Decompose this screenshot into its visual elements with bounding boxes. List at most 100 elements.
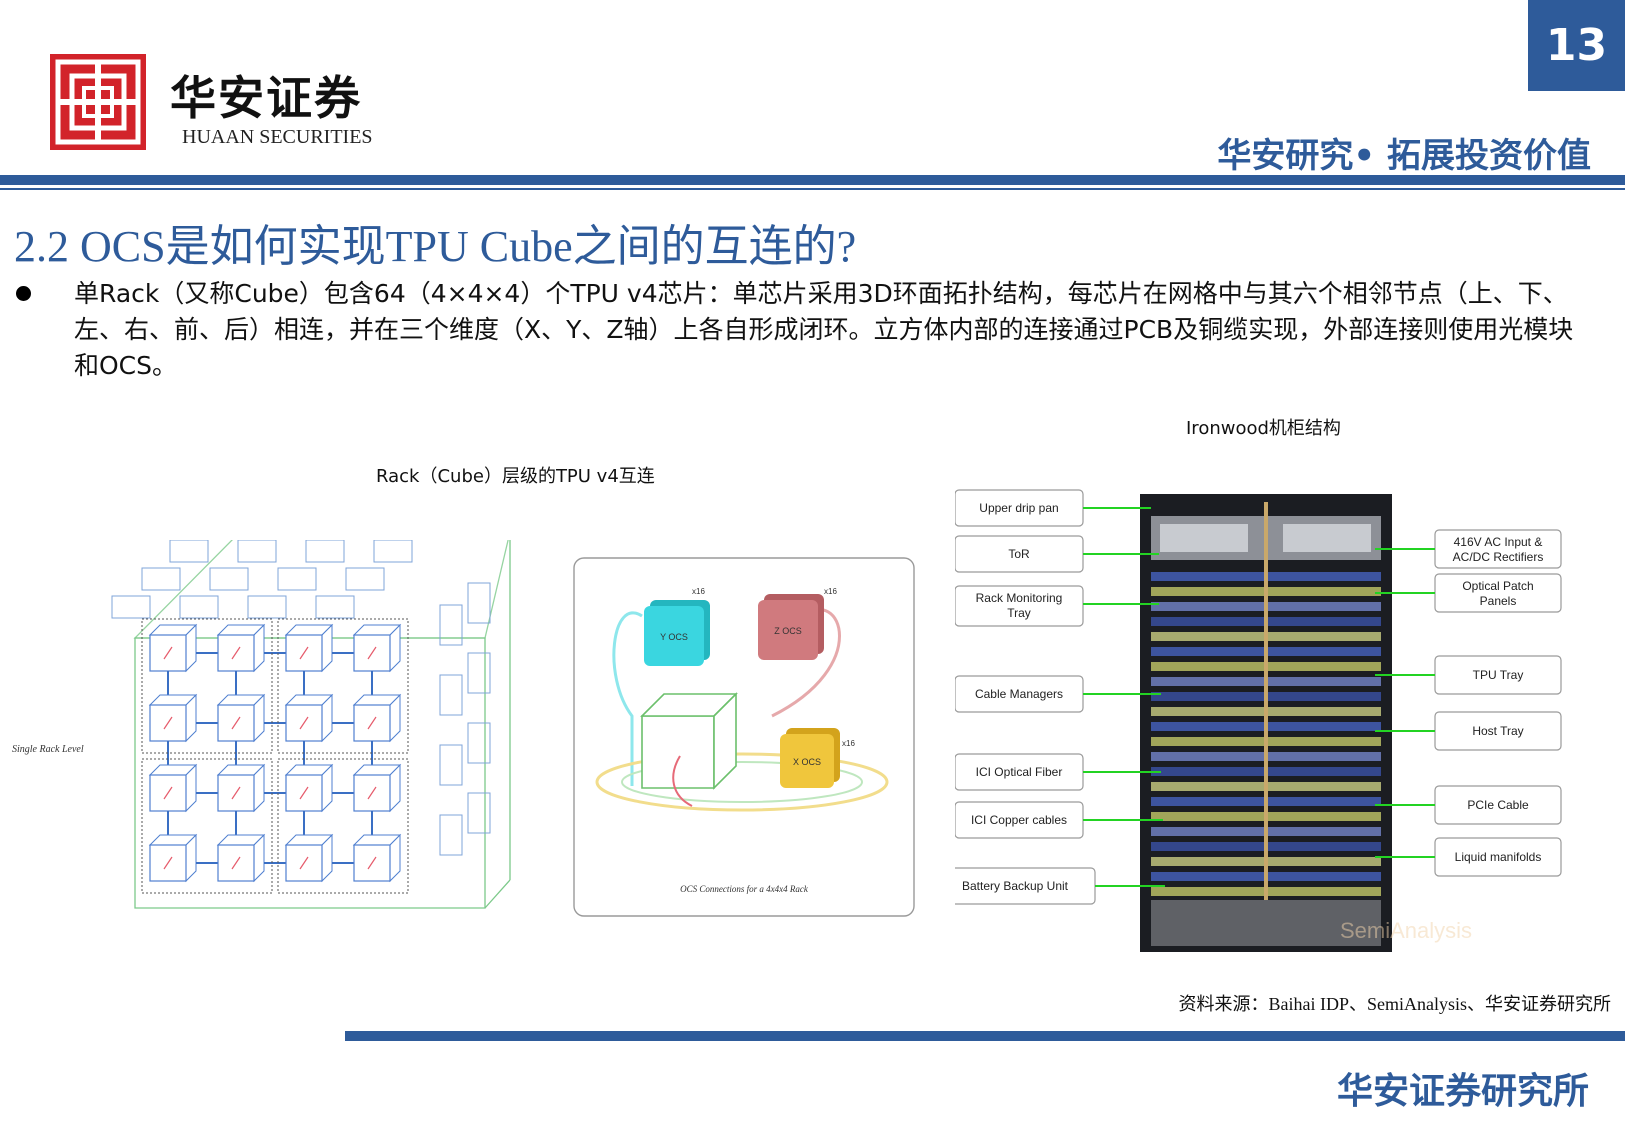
- rack-label-left: Battery Backup Unit: [955, 867, 1165, 905]
- svg-text:TPU Tray: TPU Tray: [1473, 668, 1524, 682]
- back-node: [111, 595, 151, 619]
- rack-figure-caption: Ironwood机柜结构: [1186, 418, 1341, 439]
- back-node: [169, 540, 209, 563]
- svg-text:Panels: Panels: [1480, 594, 1517, 608]
- huaan-logo-icon: [50, 54, 146, 150]
- tpu-node: [352, 763, 402, 813]
- side-node: [439, 744, 463, 786]
- rack-label-right: TPU Tray: [1375, 655, 1562, 695]
- header-divider-thin: [0, 188, 1625, 190]
- logo-english-name: HUAAN SECURITIES: [182, 126, 373, 148]
- z-ocs-block: Z OCS: [758, 594, 824, 660]
- svg-text:Optical Patch: Optical Patch: [1462, 579, 1533, 593]
- back-node: [141, 567, 181, 591]
- node-group-outline: [141, 618, 273, 754]
- tpu-node: [148, 833, 198, 883]
- back-node: [277, 567, 317, 591]
- y-ocs-block: Y OCS: [644, 600, 710, 666]
- back-node: [373, 540, 413, 563]
- tpu-node: [148, 763, 198, 813]
- svg-text:Z OCS: Z OCS: [774, 626, 802, 636]
- side-node: [439, 604, 463, 646]
- node-group-outline: [141, 758, 273, 894]
- tpu-node: [352, 833, 402, 883]
- footer-institute: 华安证券研究所: [1336, 1071, 1589, 1112]
- svg-text:Liquid manifolds: Liquid manifolds: [1455, 850, 1542, 864]
- svg-text:Tray: Tray: [1007, 606, 1031, 620]
- back-node: [315, 595, 355, 619]
- rack-label-left: ICI Copper cables: [955, 801, 1163, 839]
- back-node: [247, 595, 287, 619]
- rack-label-right: Liquid manifolds: [1375, 837, 1562, 877]
- svg-text:ToR: ToR: [1008, 547, 1030, 561]
- rack-label-left: Cable Managers: [955, 675, 1161, 713]
- tpu-node-grid: [111, 540, 491, 894]
- rack-label-right: 416V AC Input &AC/DC Rectifiers: [1375, 529, 1562, 569]
- back-node: [345, 567, 385, 591]
- x-ocs-multiplier: x16: [842, 739, 855, 748]
- source-note: 资料来源：Baihai IDP、SemiAnalysis、华安证券研究所: [1178, 994, 1612, 1014]
- header-divider: [0, 175, 1625, 185]
- tpu-node: [284, 693, 334, 743]
- back-node: [179, 595, 219, 619]
- tpu-node: [284, 833, 334, 883]
- bullet-icon: [16, 286, 31, 301]
- z-ocs-multiplier: x16: [824, 587, 837, 596]
- header-slogan: 华安研究• 拓展投资价值: [1217, 136, 1591, 176]
- node-group-outline: [277, 758, 409, 894]
- semianalysis-watermark: SemiAnalysis: [1340, 918, 1472, 943]
- x-ocs-block: X OCS: [780, 728, 840, 788]
- svg-text:PCIe Cable: PCIe Cable: [1467, 798, 1529, 812]
- side-node: [439, 814, 463, 856]
- logo-chinese-name: 华安证券: [170, 71, 362, 125]
- side-node: [467, 582, 491, 624]
- svg-text:Battery Backup Unit: Battery Backup Unit: [962, 879, 1069, 893]
- svg-text:AC/DC Rectifiers: AC/DC Rectifiers: [1453, 550, 1544, 564]
- center-cube-icon: [640, 692, 738, 790]
- tpu-cube-diagram: Single Rack Level: [12, 540, 511, 909]
- cube-figure-caption: Rack（Cube）层级的TPU v4互连: [376, 466, 655, 487]
- tpu-node: [148, 623, 198, 673]
- back-node: [237, 540, 277, 563]
- rack-photo: SemiAnalysis: [1140, 494, 1472, 952]
- ocs-connection-diagram: Y OCS x16 Z OCS x16 X OCS x16 OCS Connec…: [573, 557, 915, 917]
- svg-text:Host Tray: Host Tray: [1472, 724, 1523, 738]
- svg-text:ICI Optical Fiber: ICI Optical Fiber: [976, 765, 1063, 779]
- svg-text:X OCS: X OCS: [793, 757, 821, 767]
- ocs-figure-caption: OCS Connections for a 4x4x4 Rack: [680, 884, 809, 894]
- page-number: 13: [1528, 0, 1625, 91]
- svg-text:ICI Copper cables: ICI Copper cables: [971, 813, 1067, 827]
- back-node: [305, 540, 345, 563]
- side-node: [467, 652, 491, 694]
- side-node: [467, 722, 491, 764]
- tpu-node: [216, 623, 266, 673]
- node-group-outline: [277, 618, 409, 754]
- tpu-node: [352, 693, 402, 743]
- tpu-node: [352, 623, 402, 673]
- tpu-node: [216, 693, 266, 743]
- svg-text:Upper drip pan: Upper drip pan: [979, 501, 1058, 515]
- svg-text:Y OCS: Y OCS: [660, 632, 688, 642]
- svg-text:416V AC Input &: 416V AC Input &: [1454, 535, 1543, 549]
- svg-text:Rack Monitoring: Rack Monitoring: [976, 591, 1063, 605]
- rack-label-left: ToR: [955, 535, 1159, 573]
- y-ocs-multiplier: x16: [692, 587, 705, 596]
- tpu-node: [216, 833, 266, 883]
- tpu-node: [216, 763, 266, 813]
- tpu-node: [284, 623, 334, 673]
- back-node: [209, 567, 249, 591]
- cube-side-label: Single Rack Level: [12, 744, 84, 755]
- rack-label-left: Upper drip pan: [955, 489, 1151, 527]
- rack-label-right: PCIe Cable: [1375, 785, 1562, 825]
- bullet-paragraph: 单Rack（又称Cube）包含64（4×4×4）个TPU v4芯片：单芯片采用3…: [74, 279, 1574, 380]
- svg-text:Cable Managers: Cable Managers: [975, 687, 1063, 701]
- rack-label-right: Host Tray: [1375, 711, 1562, 751]
- rack-label-left: ICI Optical Fiber: [955, 753, 1161, 791]
- footer-divider: [345, 1031, 1625, 1041]
- side-node: [439, 674, 463, 716]
- tpu-node: [284, 763, 334, 813]
- slide-title: 2.2 OCS是如何实现TPU Cube之间的互连的?: [14, 222, 857, 271]
